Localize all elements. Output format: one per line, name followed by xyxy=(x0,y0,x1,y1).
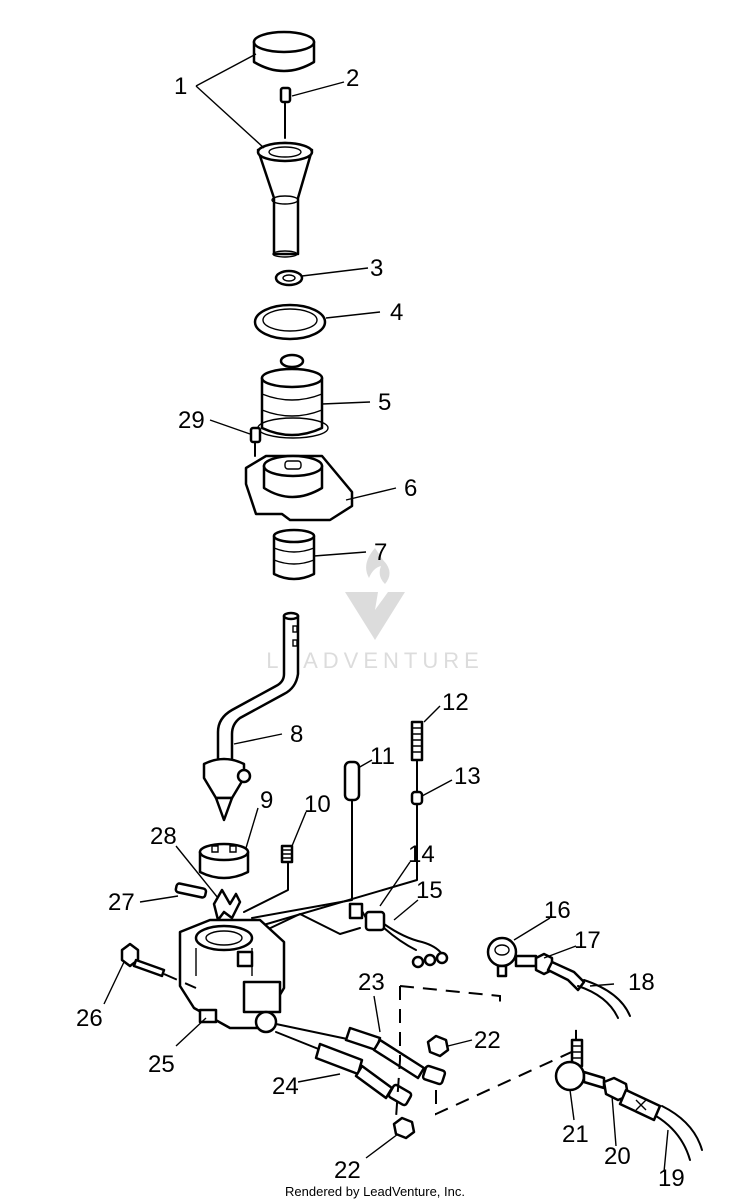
part-22-nut-upper xyxy=(426,1034,450,1058)
part-22-nut-lower xyxy=(392,1116,416,1140)
callout-7: 7 xyxy=(374,539,387,566)
callout-22-lower: 22 xyxy=(334,1157,361,1184)
part-7-bushing xyxy=(272,528,316,581)
watermark-text: LEADVENTURE xyxy=(266,648,484,673)
callout-20: 20 xyxy=(604,1143,631,1170)
part-21-rod-end xyxy=(554,1038,606,1092)
part-2-screw xyxy=(279,86,292,139)
part-9-collar xyxy=(198,842,250,880)
callout-25: 25 xyxy=(148,1051,175,1078)
callout-24: 24 xyxy=(272,1073,299,1100)
leadventure-watermark-logo xyxy=(345,548,405,640)
part-29-screw xyxy=(249,426,262,457)
part-1-shift-knob xyxy=(252,30,316,258)
part-10-set-screw xyxy=(280,844,294,864)
callout-19: 19 xyxy=(658,1165,685,1192)
callout-21: 21 xyxy=(562,1121,589,1148)
callout-11: 11 xyxy=(370,743,395,770)
part-14-switch xyxy=(348,902,386,932)
callout-12: 12 xyxy=(442,689,469,716)
part-4-ring xyxy=(253,303,327,369)
callout-23: 23 xyxy=(358,969,385,996)
callout-10: 10 xyxy=(304,791,331,818)
callout-3: 3 xyxy=(370,255,383,282)
callout-8: 8 xyxy=(290,721,303,748)
callout-5: 5 xyxy=(378,389,391,416)
part-28-clip xyxy=(212,888,242,922)
part-24-link-rod xyxy=(275,1031,413,1107)
part-5-boot xyxy=(257,367,329,439)
callout-labels: 1 2 3 4 5 29 6 7 8 11 12 13 9 10 28 14 2… xyxy=(76,65,685,1192)
callout-14: 14 xyxy=(408,841,435,868)
callout-28: 28 xyxy=(150,823,177,850)
part-15-wire-harness xyxy=(383,923,449,969)
callout-17: 17 xyxy=(574,927,601,954)
callout-16: 16 xyxy=(544,897,571,924)
part-3-washer xyxy=(274,269,304,287)
callout-26: 26 xyxy=(76,1005,103,1032)
callout-9: 9 xyxy=(260,787,273,814)
callout-18: 18 xyxy=(628,969,655,996)
part-6-mounting-plate xyxy=(244,454,354,522)
part-18-shift-cable xyxy=(546,960,631,1019)
callout-22-upper: 22 xyxy=(474,1027,501,1054)
part-16-ball-joint xyxy=(486,936,538,978)
part-12-spring xyxy=(410,720,424,793)
part-25-shifter-housing xyxy=(178,918,286,1034)
part-27-pin xyxy=(174,882,208,899)
render-credit: Rendered by LeadVenture, Inc. xyxy=(285,1184,465,1199)
part-11-pin xyxy=(343,760,361,859)
leader-lines xyxy=(103,53,669,1173)
callout-27: 27 xyxy=(108,889,135,916)
part-8-shift-lever xyxy=(202,611,300,822)
callout-1: 1 xyxy=(174,73,187,100)
callout-15: 15 xyxy=(416,877,443,904)
part-13-detent-ball xyxy=(410,790,424,806)
callout-4: 4 xyxy=(390,299,403,326)
callout-13: 13 xyxy=(454,763,481,790)
part-19-shift-cable xyxy=(618,1088,703,1161)
callout-6: 6 xyxy=(404,475,417,502)
part-26-bolt xyxy=(120,942,197,989)
callout-29: 29 xyxy=(178,407,205,434)
callout-2: 2 xyxy=(346,65,359,92)
